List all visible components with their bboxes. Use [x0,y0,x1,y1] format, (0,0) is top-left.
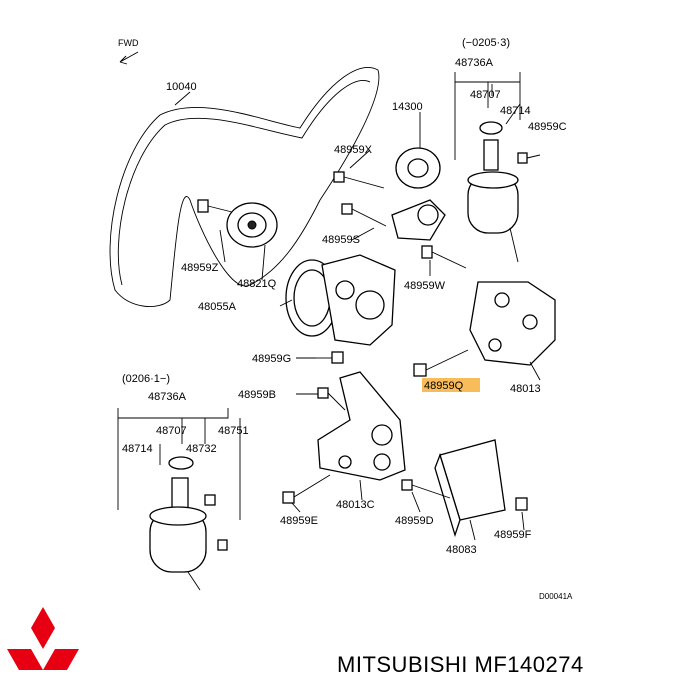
label-top-48714: 48714 [500,105,531,117]
reservoir-bottom [117,408,241,591]
label-48959f: 48959F [494,529,532,541]
label-48959z: 48959Z [181,262,219,274]
label-top-48707: 48707 [470,89,501,101]
bolt-48959f [515,497,528,511]
label-48959w: 48959W [404,280,446,292]
label-48959b: 48959B [238,389,276,401]
label-48959q: 48959Q [424,380,464,392]
bottom-variant-labels: (0206·1−) 48736A 48707 48751 48714 48732 [122,373,249,455]
bolt-48959g [316,351,344,364]
part-labels: 10040 14300 48959X 48959S 48959Z 48821Q … [166,81,541,556]
variant-bottom: (0206·1−) [122,373,170,385]
drive-belt [109,67,380,307]
label-48959x: 48959X [334,144,373,156]
label-48013: 48013 [510,383,541,395]
label-bottom-48714: 48714 [122,443,153,455]
fwd-label: FWD [118,38,139,48]
power-steering-pump [285,254,396,346]
label-48959e: 48959E [280,515,318,527]
top-variant-labels: (−0205·3) 48736A 48707 48714 48959C [455,37,567,133]
label-48959d: 48959D [395,515,434,527]
idler-14300 [391,147,446,241]
bracket-48013 [469,281,556,366]
bolt-48959s [341,203,387,227]
leader-lines [174,84,541,541]
forward-arrow: FWD [118,38,139,65]
label-48959s: 48959S [322,234,360,246]
bolt-48959b [317,387,346,411]
label-bottom-48736a: 48736A [148,391,187,403]
label-48959g: 48959G [252,353,291,365]
bracket-48083 [434,439,506,538]
bolt-48959x [333,171,385,189]
label-48821q: 48821Q [237,278,277,290]
label-48083: 48083 [446,544,477,556]
variant-top: (−0205·3) [462,37,510,49]
bolt-48959w [421,245,467,269]
label-48055a: 48055A [198,301,237,313]
label-48013c: 48013C [336,499,375,511]
bolt-48959e [282,474,331,504]
reservoir-top [454,72,541,263]
bracket-48013c [317,371,406,481]
highlight-48959q [422,378,480,392]
tensioner-pulley [226,202,278,248]
bolt-48959d [401,479,451,499]
label-bottom-48732: 48732 [186,443,217,455]
label-10040: 10040 [166,81,197,93]
label-top-48959c: 48959C [528,121,567,133]
label-bottom-48707: 48707 [156,425,187,437]
mitsubishi-logo [7,607,79,670]
drawing-code: D00041A [539,592,573,601]
label-14300: 14300 [392,101,423,113]
label-top-48736a: 48736A [455,57,494,69]
bolt-48959z [197,199,233,213]
bolt-48959q [413,349,469,377]
brand-text: MITSUBISHI MF140274 [337,652,584,677]
label-bottom-48751: 48751 [218,425,249,437]
